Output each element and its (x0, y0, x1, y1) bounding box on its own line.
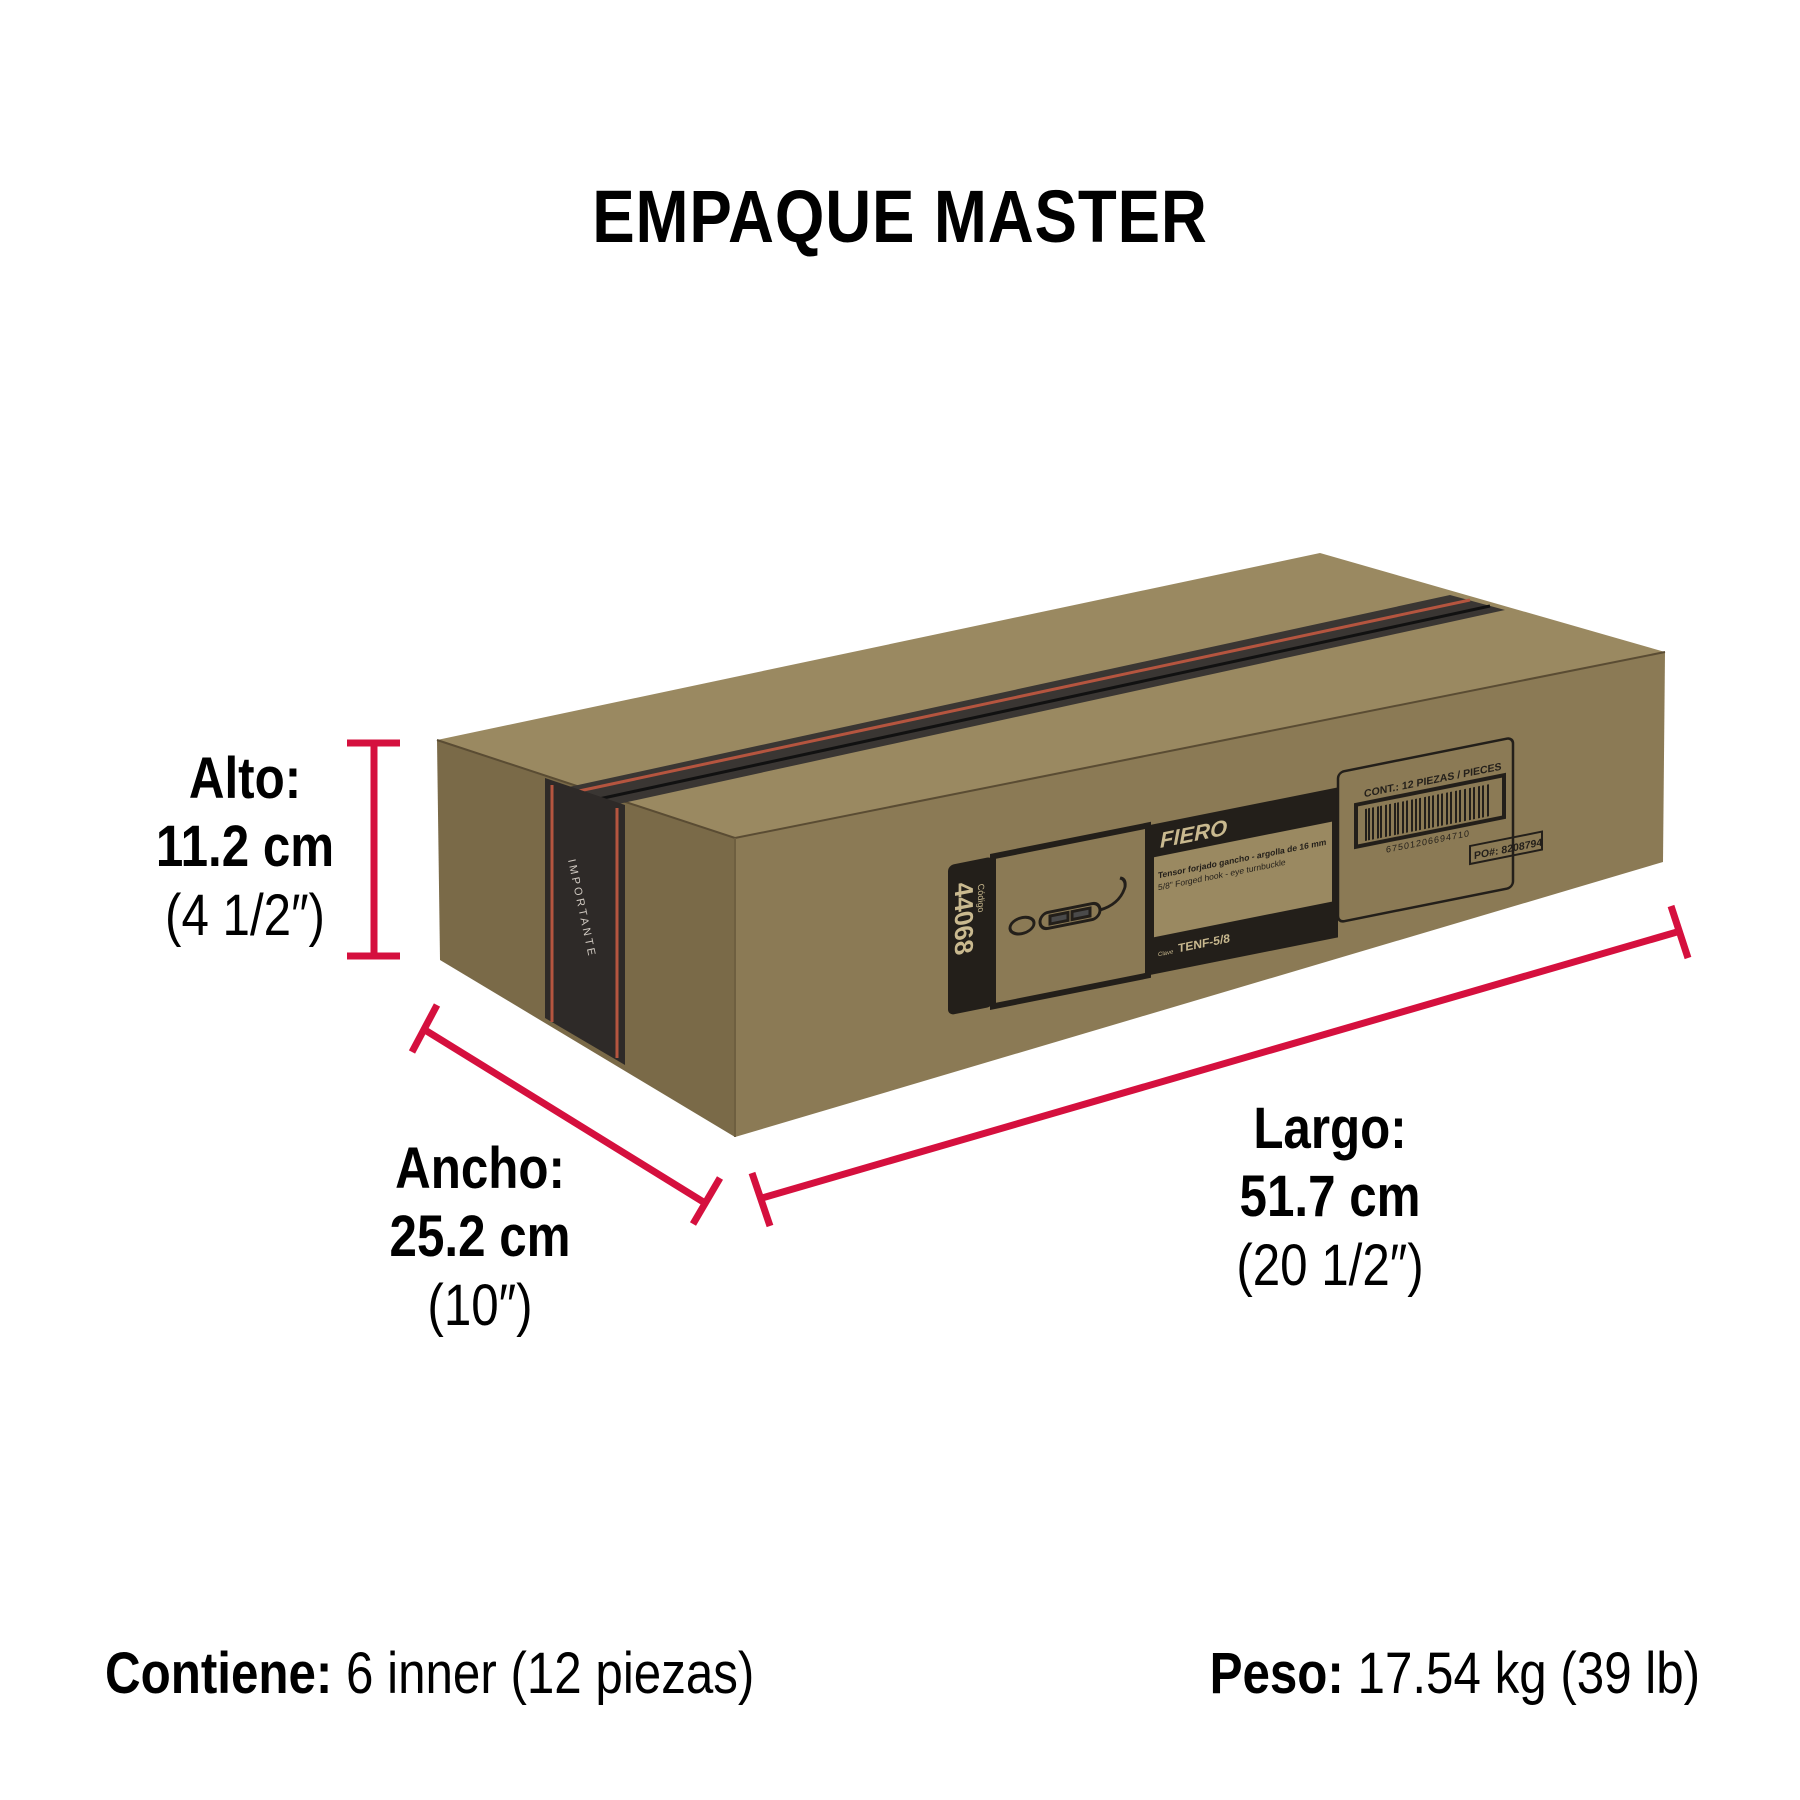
contents-info: Contiene: 6 inner (12 piezas) (105, 1645, 754, 1703)
turnbuckle-icon (1008, 876, 1127, 936)
side-tape (545, 778, 625, 1065)
height-imperial: (4 1/2″) (165, 882, 325, 948)
length-dimension-bracket (748, 904, 1692, 1228)
width-imperial: (10″) (427, 1272, 533, 1338)
top-tape (555, 595, 1505, 808)
length-metric: 51.7 cm (1239, 1164, 1421, 1230)
height-caption: Alto: (188, 746, 302, 811)
width-caption: Ancho: (395, 1136, 565, 1201)
width-metric: 25.2 cm (389, 1204, 571, 1270)
contents-key: Contiene: (105, 1641, 333, 1706)
width-label: Ancho: 25.2 cm (10″) (344, 1135, 616, 1340)
barcode (1354, 772, 1506, 850)
length-caption: Largo: (1253, 1096, 1407, 1161)
height-dimension-bracket (347, 739, 400, 960)
clave-caption: Clave (1158, 949, 1174, 958)
page-title: EMPAQUE MASTER (592, 175, 1208, 258)
product-code: 44068 (949, 879, 979, 957)
height-metric: 11.2 cm (155, 814, 335, 880)
code-caption: Código (976, 883, 986, 913)
height-label: Alto: 11.2 cm (4 1/2″) (118, 745, 373, 950)
weight-value: 17.54 kg (39 lb) (1343, 1641, 1700, 1706)
weight-info: Peso: 17.54 kg (39 lb) (1209, 1645, 1700, 1703)
length-imperial: (20 1/2″) (1236, 1232, 1424, 1298)
contents-value: 6 inner (12 piezas) (332, 1641, 755, 1706)
width-dimension-bracket (408, 1003, 724, 1226)
weight-key: Peso: (1209, 1641, 1344, 1706)
length-label: Largo: 51.7 cm (20 1/2″) (1198, 1095, 1462, 1300)
